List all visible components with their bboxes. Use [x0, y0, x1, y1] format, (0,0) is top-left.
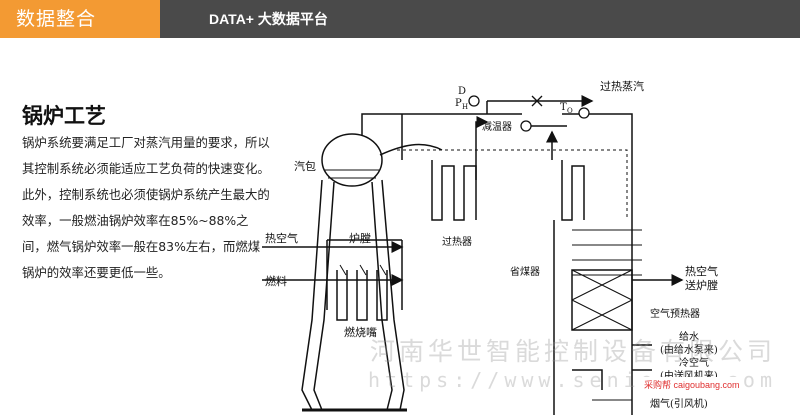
label-superheater: 过热器 [442, 235, 472, 248]
label-superheated-steam: 过热蒸汽 [600, 79, 644, 93]
label-P-sub: H [462, 103, 468, 111]
superheater-coil-left [431, 160, 477, 221]
label-fuel: 燃料 [265, 274, 287, 288]
label-P: P [455, 98, 462, 109]
label-T: T [560, 102, 567, 113]
label-desuperheater: 减温器 [482, 121, 512, 133]
page-title: 锅炉工艺 [22, 104, 106, 128]
label-steam-drum: 汽包 [294, 159, 316, 173]
downcomer-left [301, 179, 323, 411]
label-D: D [458, 86, 466, 97]
description-text: 锅炉系统要满足工厂对蒸汽用量的要求，所以其控制系统必须能适应工艺负荷的快速变化。… [22, 135, 270, 280]
label-flue-gas: 烟气(引风机) [650, 397, 708, 410]
label-cold-air-1: 冷空气 [679, 356, 709, 369]
label-burner: 燃烧嘴 [344, 325, 377, 339]
platform-prefix: DATA+ [209, 11, 254, 27]
source-badge[interactable]: 采购帮 caigoubang.com [641, 377, 743, 392]
company-watermark: 河南华世智能控制设备有限公司 [370, 337, 777, 366]
air-preheater [571, 269, 633, 331]
label-hot-air-to-furnace-1: 热空气 [685, 264, 718, 278]
steam-drum [321, 133, 383, 187]
platform-title: DATA+ 大数据平台 [209, 0, 328, 38]
burners [336, 270, 388, 321]
boiler-diagram: D P H 过热蒸汽 减温器 T O 汽包 热空气 炉膛 燃料 过热器 省煤器 … [262, 79, 718, 415]
superheater-coil-right [561, 160, 585, 221]
header-bar: 数据整合 DATA+ 大数据平台 [0, 0, 800, 38]
label-feedwater-1: 给水 [679, 330, 699, 343]
platform-name: 大数据平台 [257, 12, 328, 28]
label-T-sub: O [567, 107, 573, 115]
label-economizer: 省煤器 [510, 265, 540, 278]
label-air-preheater: 空气预热器 [650, 307, 700, 320]
economizer-coil [572, 229, 642, 276]
label-hot-air: 热空气 [265, 231, 298, 245]
label-furnace: 炉膛 [349, 231, 371, 245]
label-feedwater-2: (由给水泵来) [660, 343, 718, 356]
label-hot-air-to-furnace-2: 送炉膛 [685, 278, 718, 292]
section-tab[interactable]: 数据整合 [0, 0, 160, 38]
